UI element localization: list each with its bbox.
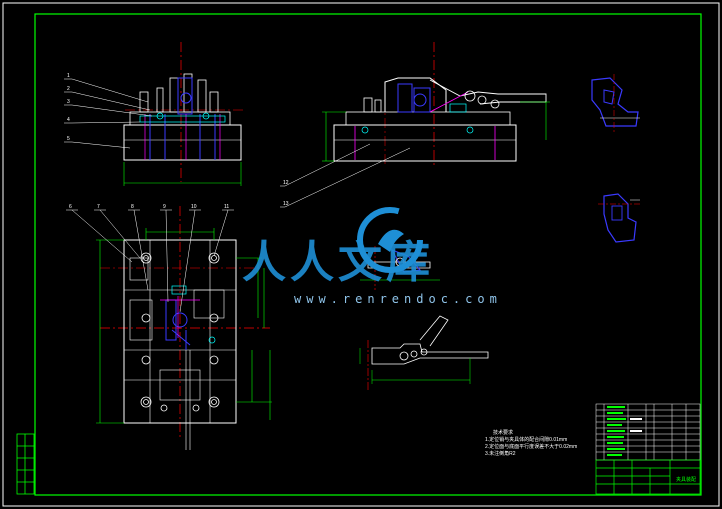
balloon-3: 3 bbox=[67, 99, 70, 105]
front-view: 1 2 3 4 5 bbox=[64, 42, 245, 186]
balloon-6: 6 bbox=[69, 204, 72, 210]
drawing-frame bbox=[34, 13, 702, 496]
balloon-11: 11 bbox=[224, 204, 229, 210]
note-line-1: 1.定位销与夹具体的配合间隙0.01mm bbox=[485, 437, 568, 443]
balloon-9: 9 bbox=[163, 204, 166, 210]
detail-view-a bbox=[591, 74, 640, 132]
plan-view: 6 7 8 9 10 11 bbox=[66, 204, 272, 450]
balloon-1: 1 bbox=[67, 73, 70, 79]
technical-requirements: 技术要求 1.定位销与夹具体的配合间隙0.01mm 2.定位面与底面平行度误差不… bbox=[485, 430, 577, 458]
balloon-4: 4 bbox=[67, 117, 70, 123]
clamp-detail-upper bbox=[360, 246, 440, 290]
parts-list-entries bbox=[607, 406, 642, 456]
balloon-13: 13 bbox=[283, 201, 289, 207]
title-block-name: 夹具装配 bbox=[676, 476, 696, 483]
title-block bbox=[595, 459, 701, 495]
balloon-7: 7 bbox=[97, 204, 100, 210]
detail-view-b bbox=[598, 193, 640, 243]
clamp-detail-lower bbox=[359, 315, 489, 390]
balloon-8: 8 bbox=[131, 204, 134, 210]
note-line-2: 2.定位面与底面平行度误差不大于0.02mm bbox=[485, 444, 578, 450]
balloon-5: 5 bbox=[67, 136, 70, 142]
binding-strip bbox=[16, 433, 35, 495]
notes-heading: 技术要求 bbox=[493, 430, 514, 436]
balloon-12: 12 bbox=[283, 180, 289, 186]
side-view: 12 13 bbox=[280, 42, 550, 208]
balloon-10: 10 bbox=[191, 204, 197, 210]
balloon-2: 2 bbox=[67, 86, 70, 92]
note-line-3: 3.未注倒角R2 bbox=[485, 451, 516, 457]
